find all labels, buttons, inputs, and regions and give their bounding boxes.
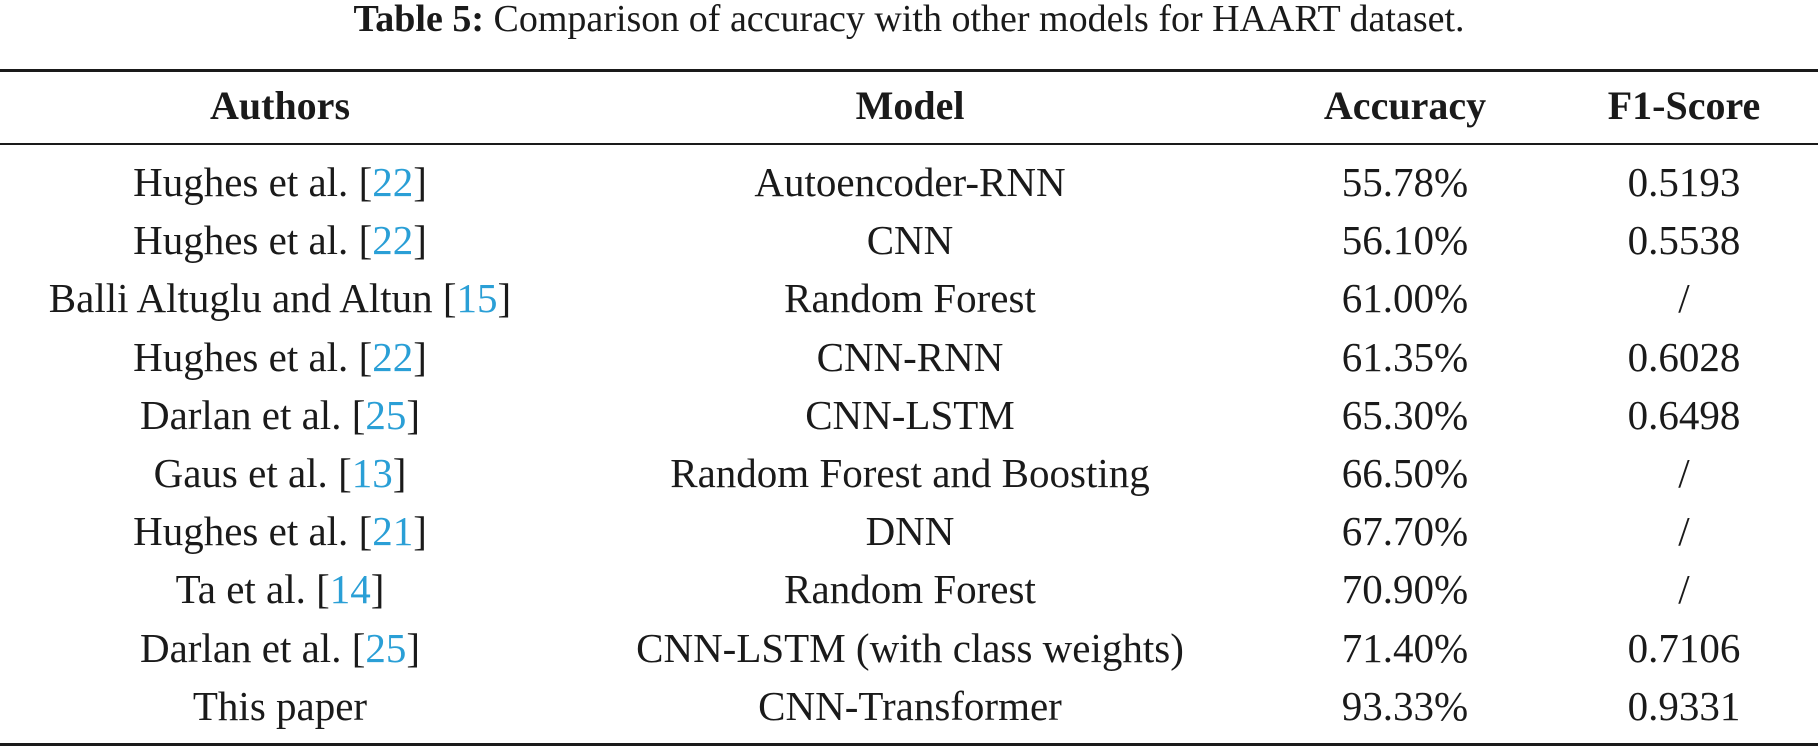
table-row: Darlan et al. [25] CNN-LSTM 65.30% 0.6498	[0, 387, 1818, 443]
cell-model: CNN-LSTM (with class weights)	[636, 624, 1184, 671]
cell-f1-score: /	[1678, 450, 1690, 496]
ref-bracket-close: ]	[413, 508, 427, 555]
ref-bracket-open: [	[348, 333, 373, 380]
cell-f1-score: 0.9331	[1627, 682, 1741, 729]
cell-f1-score: /	[1678, 275, 1690, 322]
author-name: Darlan et al.	[139, 624, 342, 671]
reference-link[interactable]: 21	[372, 508, 414, 555]
cell-author: Hughes et al. [22]	[0, 212, 560, 268]
caption-label: Table 5:	[353, 0, 485, 40]
reference-link[interactable]: 25	[365, 391, 407, 438]
ref-bracket-open: [	[348, 159, 373, 205]
cell-accuracy: 55.78%	[1341, 159, 1469, 205]
author-name: Hughes et al.	[133, 333, 349, 380]
table-top-rule	[0, 69, 1818, 72]
cell-author: Gaus et al. [13]	[0, 445, 560, 501]
header-f1-score: F1-Score	[1607, 83, 1761, 128]
cell-f1-score: 0.7106	[1627, 624, 1741, 671]
ref-bracket-close: ]	[406, 624, 421, 671]
cell-model: CNN-LSTM	[805, 391, 1015, 438]
ref-bracket-open: [	[305, 566, 330, 613]
cell-f1-score: 0.5538	[1627, 217, 1741, 264]
reference-link[interactable]: 14	[329, 566, 371, 613]
cell-model: Random Forest and Boosting	[670, 450, 1150, 496]
cell-model: DNN	[865, 508, 955, 555]
cell-accuracy: 67.70%	[1341, 508, 1469, 555]
table-row: Balli Altuglu and Altun [15] Random Fores…	[0, 270, 1818, 326]
ref-bracket-close: ]	[370, 566, 385, 613]
cell-model: CNN-Transformer	[758, 682, 1062, 729]
ref-bracket-close: ]	[413, 159, 427, 205]
reference-link[interactable]: 22	[372, 217, 414, 264]
cell-f1-score: 0.6498	[1627, 391, 1741, 438]
table-row: Hughes et al. [21] DNN 67.70% /	[0, 503, 1818, 559]
author-name: Hughes et al.	[133, 159, 349, 205]
cell-author: Darlan et al. [25]	[0, 387, 560, 443]
header-model: Model	[855, 83, 965, 128]
cell-author: Darlan et al. [25]	[0, 620, 560, 676]
header-accuracy: Accuracy	[1323, 83, 1487, 128]
author-name: Hughes et al.	[133, 217, 349, 264]
cell-author: Hughes et al. [22]	[0, 154, 560, 210]
ref-bracket-close: ]	[413, 333, 427, 380]
table-row: Gaus et al. [13] Random Forest and Boosti…	[0, 445, 1818, 501]
cell-accuracy: 66.50%	[1341, 450, 1469, 496]
cell-accuracy: 71.40%	[1341, 624, 1469, 671]
cell-model: Random Forest	[784, 275, 1036, 322]
table-row: Darlan et al. [25] CNN-LSTM (with class w…	[0, 620, 1818, 676]
cell-f1-score: 0.6028	[1627, 333, 1741, 380]
ref-bracket-open: [	[327, 450, 352, 496]
ref-bracket-close: ]	[497, 275, 512, 322]
author-name: This paper	[192, 682, 368, 729]
table-header-rule	[0, 143, 1818, 145]
cell-author: Hughes et al. [21]	[0, 503, 560, 559]
author-name: Darlan et al.	[139, 391, 342, 438]
table-row: This paper CNN-Transformer 93.33% 0.9331	[0, 678, 1818, 734]
cell-accuracy: 61.00%	[1341, 275, 1469, 322]
ref-bracket-close: ]	[392, 450, 407, 496]
ref-bracket-close: ]	[406, 391, 421, 438]
caption-text: Comparison of accuracy with other models…	[484, 0, 1465, 40]
ref-bracket-open: [	[341, 391, 366, 438]
cell-accuracy: 61.35%	[1341, 333, 1469, 380]
author-name: Ta et al.	[175, 566, 306, 613]
ref-bracket-close: ]	[413, 217, 427, 264]
author-name: Gaus et al.	[153, 450, 328, 496]
reference-link[interactable]: 22	[372, 333, 414, 380]
ref-bracket-open: [	[348, 217, 373, 264]
cell-model: CNN	[866, 217, 954, 264]
table-row: Hughes et al. [22] CNN-RNN 61.35% 0.6028	[0, 329, 1818, 385]
table-row: Ta et al. [14] Random Forest 70.90% /	[0, 561, 1818, 617]
cell-model: Random Forest	[784, 566, 1036, 613]
ref-bracket-open: [	[432, 275, 457, 322]
cell-f1-score: /	[1678, 566, 1690, 613]
cell-f1-score: /	[1678, 508, 1690, 555]
cell-accuracy: 65.30%	[1341, 391, 1469, 438]
header-authors: Authors	[209, 83, 351, 128]
reference-link[interactable]: 15	[456, 275, 498, 322]
cell-author: Balli Altuglu and Altun [15]	[0, 270, 560, 326]
ref-bracket-open: [	[348, 508, 373, 555]
author-name: Hughes et al.	[133, 508, 349, 555]
cell-accuracy: 93.33%	[1341, 682, 1469, 729]
table-bottom-rule	[0, 743, 1818, 746]
cell-model: CNN-RNN	[816, 333, 1004, 380]
cell-author: Hughes et al. [22]	[0, 329, 560, 385]
reference-link[interactable]: 25	[365, 624, 407, 671]
cell-accuracy: 56.10%	[1341, 217, 1469, 264]
cell-author: Ta et al. [14]	[0, 561, 560, 617]
cell-accuracy: 70.90%	[1341, 566, 1469, 613]
cell-author: This paper	[0, 678, 560, 734]
reference-link[interactable]: 13	[351, 450, 393, 496]
author-name: Balli Altuglu and Altun	[48, 275, 433, 322]
reference-link[interactable]: 22	[372, 159, 414, 205]
table-caption: Table 5: Comparison of accuracy with oth…	[0, 0, 1818, 38]
cell-f1-score: 0.5193	[1627, 159, 1741, 205]
table-header-row: Authors Model Accuracy F1-Score	[0, 69, 1818, 143]
ref-bracket-open: [	[341, 624, 366, 671]
cell-model: Autoencoder-RNN	[754, 159, 1066, 205]
table-row: Hughes et al. [22] CNN 56.10% 0.5538	[0, 212, 1818, 268]
table-row: Hughes et al. [22] Autoencoder-RNN 55.78% 0…	[0, 154, 1818, 210]
